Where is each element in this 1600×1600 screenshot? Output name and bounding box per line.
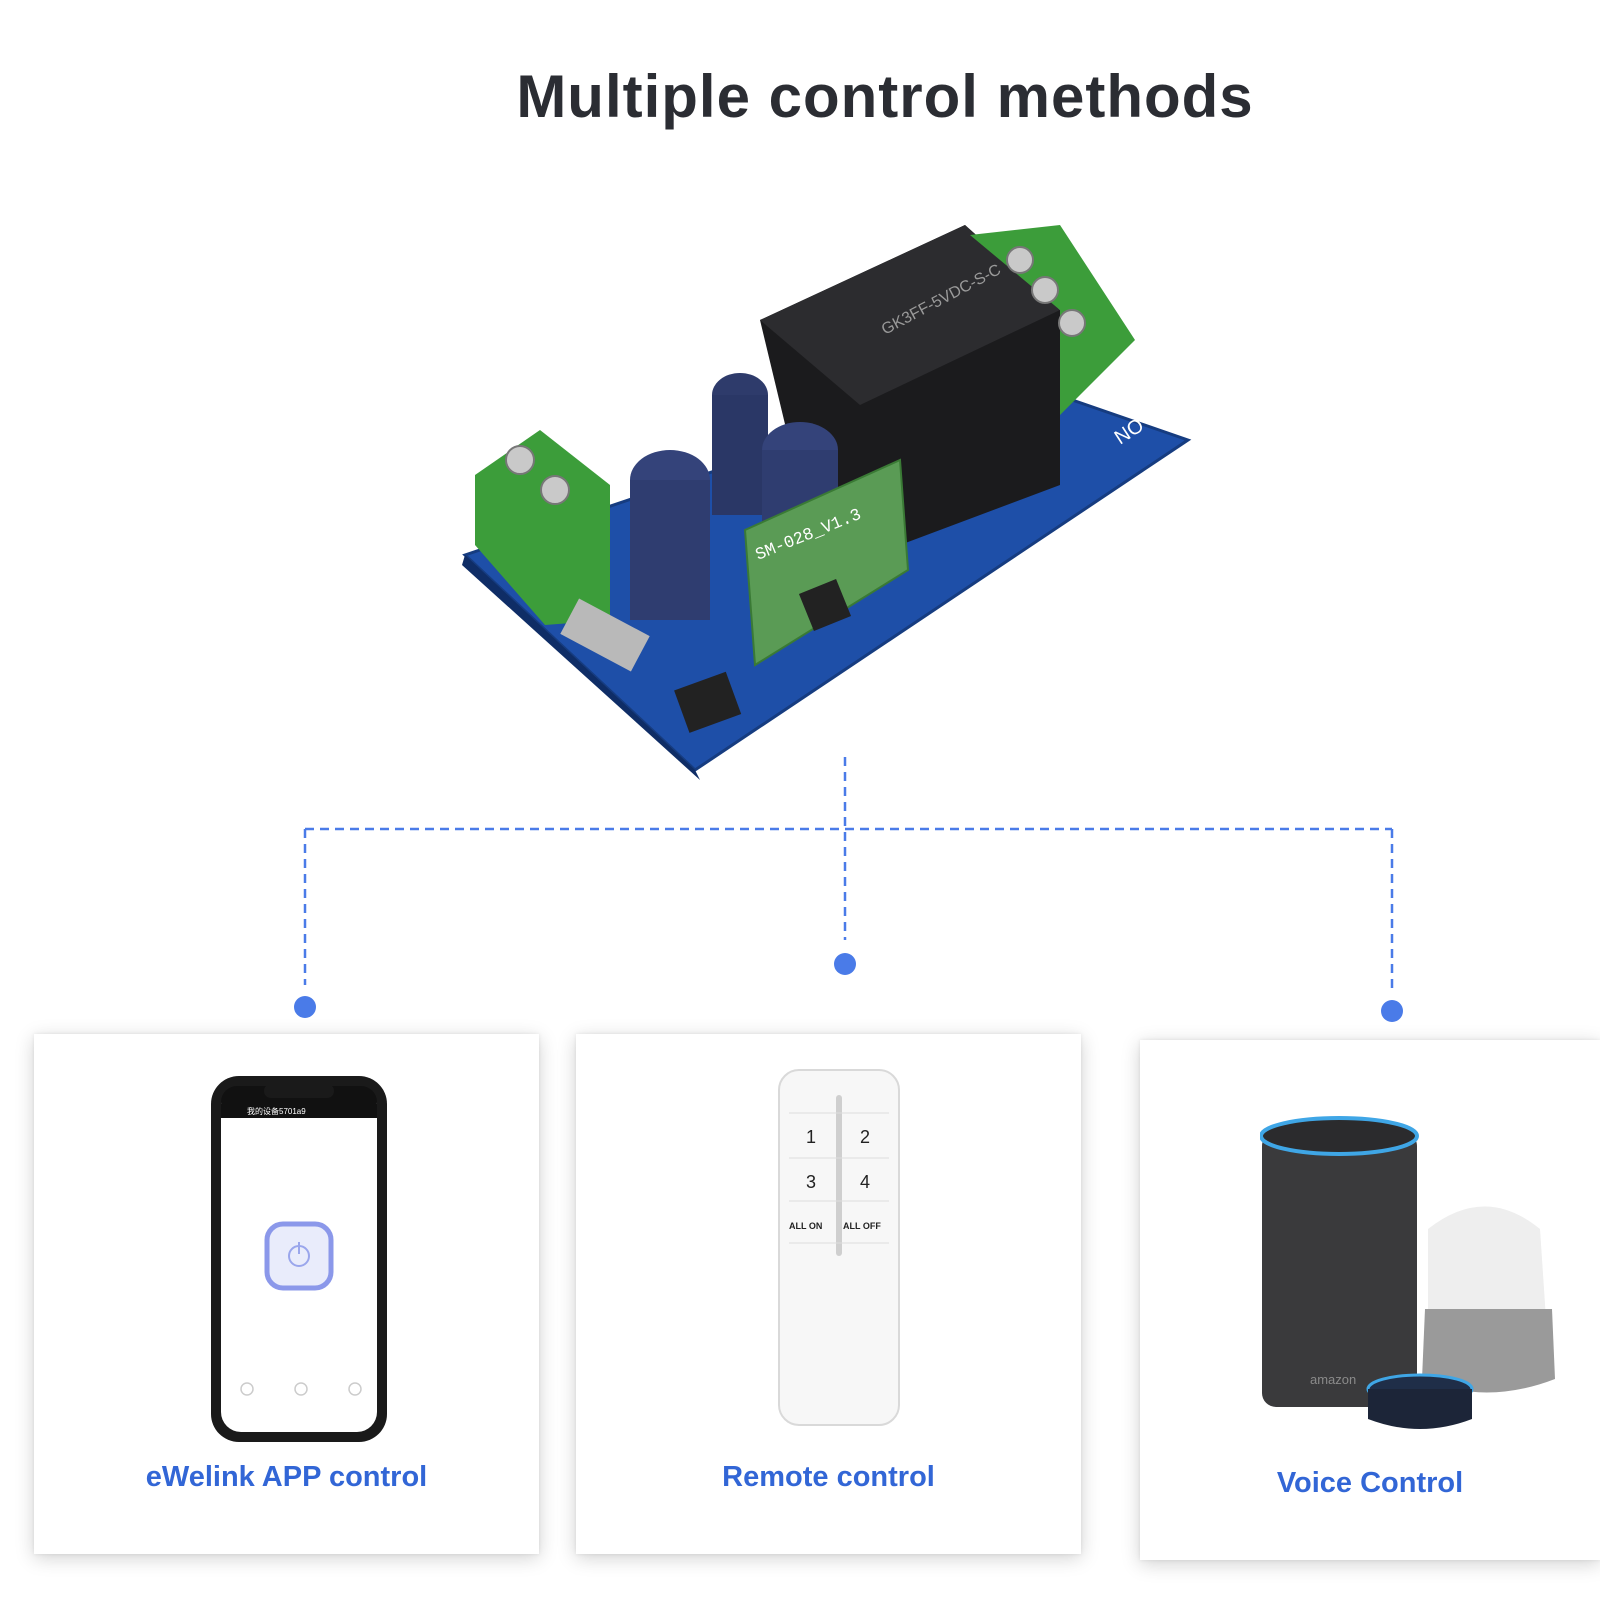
remote-key-1: 1 [806,1127,816,1147]
remote-control-icon: 1 2 3 4 ALL ON ALL OFF [778,1069,900,1426]
connector-dot-remote [834,953,856,975]
remote-key-all-on: ALL ON [789,1221,822,1231]
card-label-voice: Voice Control [1276,1467,1464,1499]
card-app-control[interactable]: 我的设备5701a9 eWelink APP control [34,1034,539,1554]
relay-board-image: GK3FF-5VDC-S-C NO SM-028_V1.3 [462,225,1192,780]
card-label-remote: Remote control [722,1461,935,1493]
remote-key-all-off: ALL OFF [843,1221,881,1231]
brand-label: amazon [1310,1372,1356,1387]
smartphone-app-icon: 我的设备5701a9 [211,1076,387,1442]
smart-speaker-icon: amazon [1260,1116,1555,1429]
page-title: Multiple control methods [516,63,1254,130]
connector-dot-voice [1381,1000,1403,1022]
remote-key-3: 3 [806,1172,816,1192]
card-remote-control[interactable]: 1 2 3 4 ALL ON ALL OFF Remote control [576,1034,1081,1554]
phone-header: 我的设备5701a9 [247,1106,306,1116]
remote-key-4: 4 [860,1172,870,1192]
connector-dot-app [294,996,316,1018]
card-voice-control[interactable]: amazon Voice Control [1140,1040,1600,1560]
remote-key-2: 2 [860,1127,870,1147]
card-label-app: eWelink APP control [145,1461,428,1493]
